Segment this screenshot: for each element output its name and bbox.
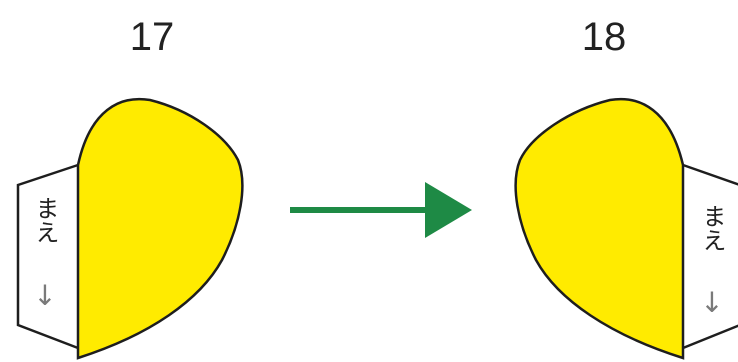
- transition-arrow-icon: [290, 182, 472, 238]
- step-17: 17 まえ ↓: [18, 15, 242, 358]
- step-number-17: 17: [130, 15, 175, 59]
- down-arrow-icon: ↓: [33, 279, 56, 312]
- step-18: 18 まえ ↓: [516, 15, 738, 358]
- ear-flap-left: [18, 165, 78, 348]
- down-arrow-icon: ↓: [700, 286, 723, 319]
- step-number-18: 18: [582, 15, 627, 59]
- mask-half-right: [516, 99, 683, 358]
- ear-flap-right: [683, 165, 738, 348]
- flap-label-17: まえ: [31, 196, 59, 244]
- mask-half-left: [78, 99, 242, 358]
- flap-label-18: まえ: [698, 204, 726, 252]
